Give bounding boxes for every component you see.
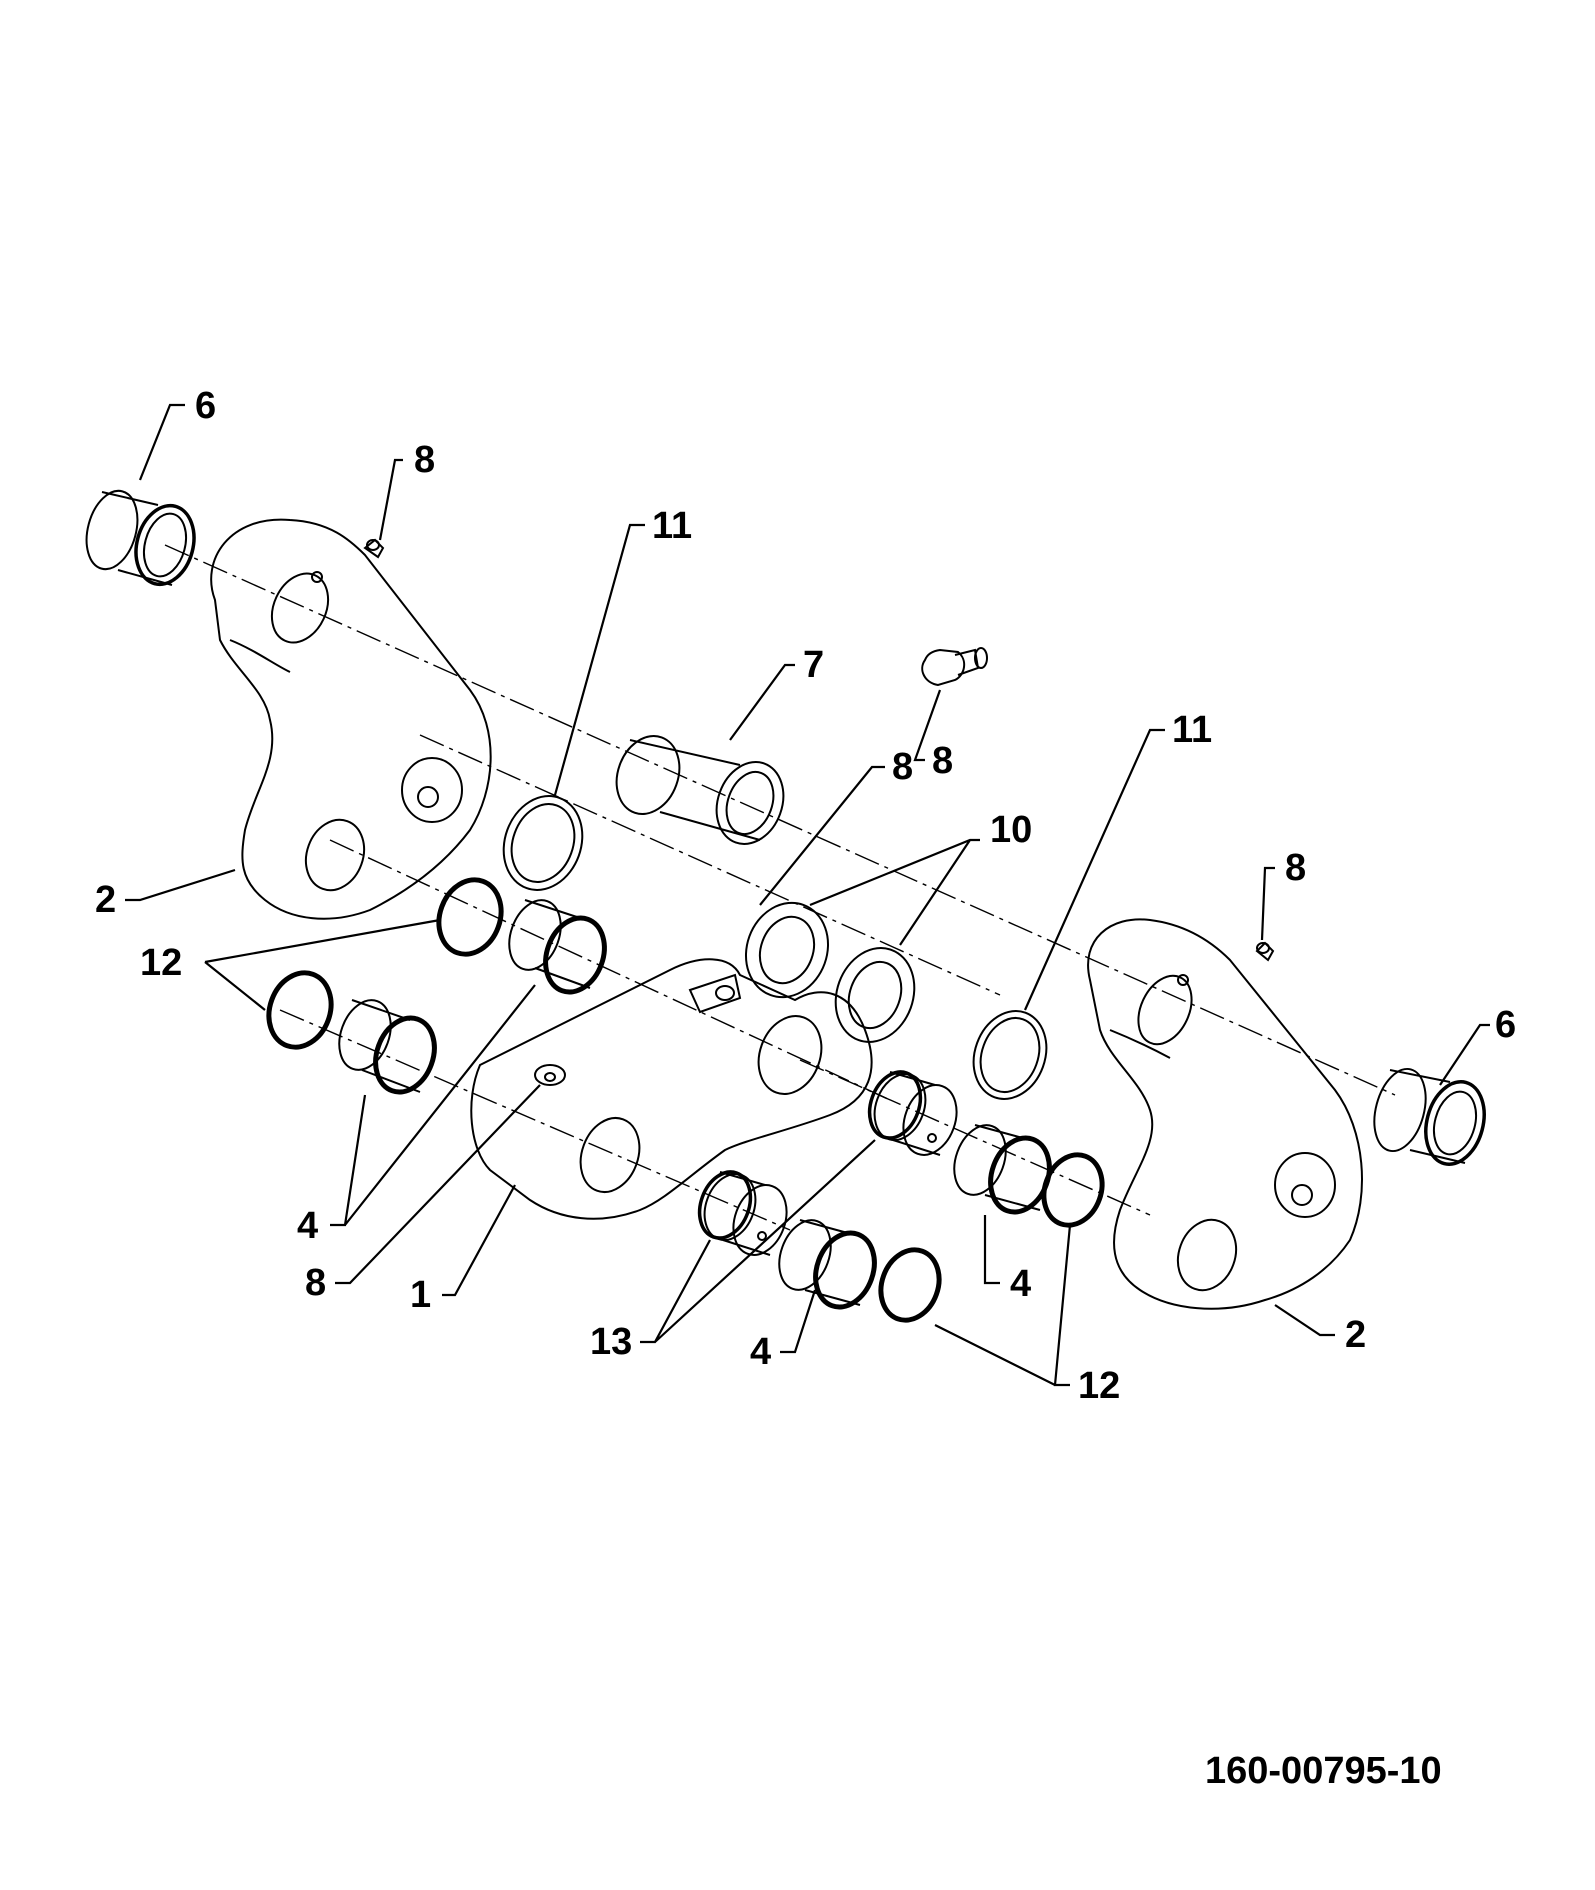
callout-12-right: 12 (1078, 1365, 1120, 1407)
center-block (470, 958, 873, 1220)
washer-10-left (744, 901, 830, 999)
center-lines (164, 544, 1396, 1231)
callout-11-left: 11 (652, 505, 692, 547)
callout-8-right: 8 (1285, 847, 1306, 889)
bushing-4-right (953, 1124, 1052, 1215)
callout-11-right: 11 (1172, 709, 1212, 751)
callout-6-right: 6 (1495, 1004, 1516, 1046)
callout-6-left: 6 (195, 385, 216, 427)
grease-fittings (363, 538, 1275, 962)
link-plate-right (1087, 918, 1363, 1310)
callout-12-left: 12 (140, 942, 182, 984)
bushing-13-upper (867, 1070, 958, 1156)
callout-10: 10 (990, 809, 1032, 851)
thrust-washer-11-right (972, 1010, 1048, 1100)
callout-labels: 6 8 11 7 8 8 11 10 8 6 2 12 4 8 1 13 4 4… (95, 385, 1516, 1407)
callout-13: 13 (590, 1321, 632, 1363)
callout-4-lower: 4 (750, 1331, 771, 1373)
callout-8-top: 8 (414, 439, 435, 481)
drawing-number: 160-00795-10 (1205, 1750, 1442, 1792)
washer-10-right (834, 947, 916, 1043)
thrust-washer-11-left (502, 795, 584, 891)
callout-8-lower: 8 (305, 1262, 326, 1304)
bushing-4-upper-left (508, 899, 607, 995)
callout-7: 7 (803, 644, 824, 686)
seal-12-lower (878, 1247, 942, 1323)
callout-8-fitting: 8 (932, 740, 953, 782)
leader-lines (125, 403, 1490, 1387)
callout-2-right: 2 (1345, 1314, 1366, 1356)
bushing-6-left (85, 489, 196, 587)
callout-8-block: 8 (892, 746, 913, 788)
seal-12-upper-left (436, 877, 504, 957)
pin-7 (615, 735, 785, 845)
bushing-13-lower (697, 1170, 788, 1256)
callout-1: 1 (410, 1274, 431, 1316)
callout-4-right: 4 (1010, 1263, 1031, 1305)
callout-4-left: 4 (297, 1205, 318, 1247)
link-plate-left (210, 518, 492, 920)
callout-2-left: 2 (95, 879, 116, 921)
seal-12-left (266, 970, 334, 1050)
bushing-4-left (338, 999, 437, 1095)
bushing-6-right (1373, 1067, 1486, 1166)
